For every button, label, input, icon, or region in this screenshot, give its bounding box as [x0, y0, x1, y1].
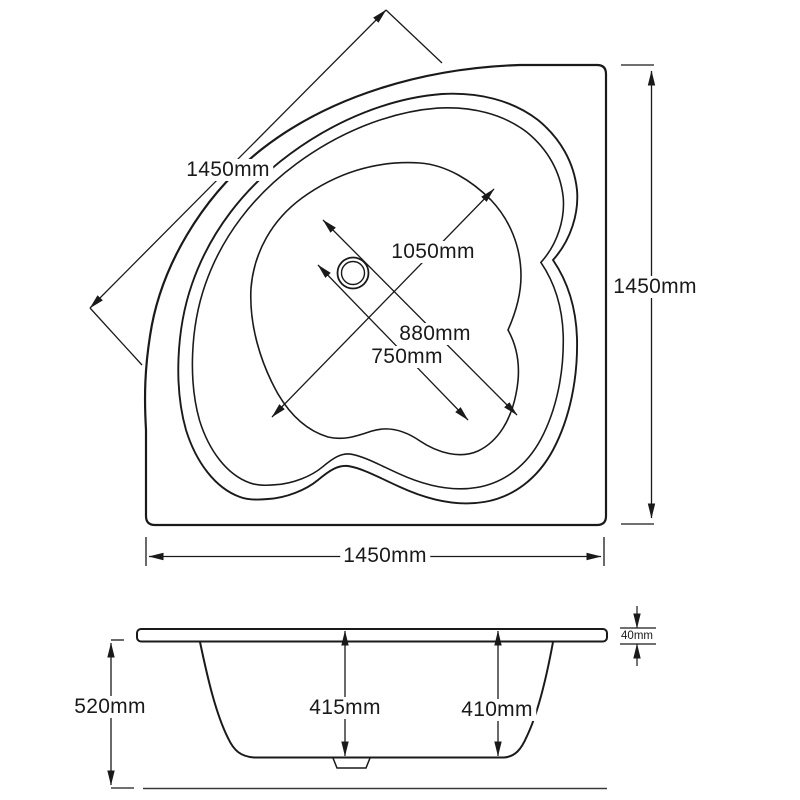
dim-side-height-label: 520mm: [71, 695, 149, 719]
dim-inner-width-label: 750mm: [368, 345, 446, 369]
side-tub-body: [199, 641, 554, 759]
dim-side-depth-center-label: 415mm: [306, 696, 384, 720]
dim-inner-width-line: [317, 264, 469, 421]
top-view-outline: [143, 63, 608, 527]
dim-top-diagonal: [89, 9, 443, 366]
side-rim-bar: [136, 628, 608, 643]
dim-inner-length-label: 1050mm: [388, 240, 478, 264]
top-view: [89, 9, 656, 566]
dim-top-diagonal-ext-lower: [89, 307, 143, 366]
dim-top-diagonal-ext-upper: [385, 9, 443, 64]
side-view: [107, 606, 656, 790]
dim-right-height-label: 1450mm: [610, 275, 700, 299]
dim-inner-length-line: [271, 188, 495, 418]
dim-rim-thickness: [620, 606, 656, 666]
dim-top-diagonal-label: 1450mm: [183, 158, 273, 182]
drain-inner-circle: [340, 260, 366, 286]
rim-loop-outer: [177, 92, 579, 505]
dim-side-depth-right-label: 410mm: [458, 698, 536, 722]
dim-rim-thickness-label: 40mm: [620, 629, 654, 643]
dim-bottom-width-label: 1450mm: [340, 544, 430, 568]
dim-inner-diagonal-label: 880mm: [396, 322, 474, 346]
side-drain-fitting: [332, 757, 371, 769]
basin-outline: [249, 161, 522, 456]
